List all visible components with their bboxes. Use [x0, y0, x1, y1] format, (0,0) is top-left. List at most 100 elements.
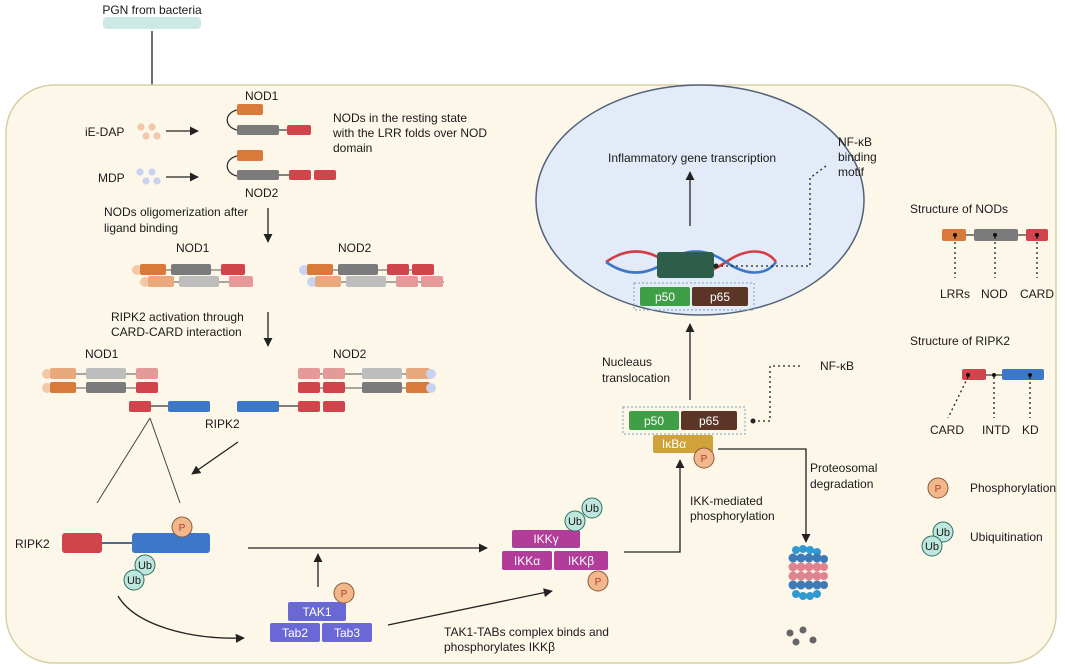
nfkb-label: NF-κB	[820, 359, 854, 373]
motif-line-2: binding	[838, 150, 877, 164]
ripk2-activation-title: RIPK2 activation through CARD-CARD inter…	[111, 310, 247, 339]
tak1-p-text: P	[341, 589, 348, 600]
legend-nod-label: NOD	[981, 287, 1008, 301]
activation-ripk2-label: RIPK2	[205, 417, 240, 431]
ikk-beta-label: IKKβ	[568, 554, 594, 568]
tak1-label: TAK1	[302, 605, 331, 619]
nuclear-p65-box	[692, 287, 748, 306]
iedap-label: iE-DAP	[85, 125, 124, 139]
zoom-line-left	[96, 417, 151, 504]
oligo-nod2-label: NOD2	[338, 241, 372, 255]
legend-ripk2-structure	[947, 369, 1044, 419]
tab2-label: Tab2	[282, 626, 308, 640]
ikkb-phospho-mark: P	[587, 570, 609, 592]
zoom-line-right	[149, 417, 181, 504]
ripk2-activation-line-1: RIPK2 activation through	[111, 310, 244, 324]
ikk-caption-line-1: IKK-mediated	[690, 494, 763, 508]
legend-lrr-label: LRRs	[940, 287, 970, 301]
ikk-to-ikba-arrow	[624, 459, 685, 553]
ripk2-to-tak-arrow	[117, 595, 245, 643]
ikk-ubiquitin-mark: Ub Ub	[564, 497, 603, 532]
ikk-gamma-label: IKKγ	[533, 532, 558, 546]
legend-ripk2-kd-label: KD	[1022, 423, 1039, 437]
ikk-caption-line-2: phosphorylation	[690, 509, 775, 523]
ikkb-p-text: P	[595, 577, 602, 588]
ikk-caption: IKK-mediated phosphorylation	[690, 494, 775, 523]
dna-helix	[605, 250, 778, 278]
degradation-caption: Proteosomal degradation	[810, 461, 881, 491]
cyto-p65-label: p65	[699, 414, 719, 428]
tab3-label: Tab3	[334, 626, 360, 640]
resting-note-line-1: NODs in the resting state	[333, 111, 467, 125]
ikk-alpha-label: IKKα	[514, 554, 540, 568]
pgn-bar	[103, 17, 201, 29]
tak-caption-line-1: TAK1-TABs complex binds and	[444, 625, 609, 639]
ripk2-activation-line-2: CARD-CARD interaction	[111, 325, 242, 339]
ikba-box	[653, 435, 713, 453]
legend-p-text: P	[935, 484, 942, 495]
legend-nods-structure	[942, 229, 1048, 278]
oligo-nod1-label: NOD1	[176, 241, 210, 255]
motif-label: NF-κB binding motif	[838, 135, 880, 179]
resting-nod1-label: NOD1	[245, 89, 279, 103]
tak-to-ikkb-arrow	[387, 588, 553, 626]
oligo-title-line-1: NODs oligomerization after	[104, 205, 248, 219]
resting-nod2-label: NOD2	[245, 186, 279, 200]
resting-note-line-3: domain	[333, 141, 372, 155]
legend-ubiquitination-label: Ubiquitination	[970, 530, 1043, 544]
legend-card-label: CARD	[1020, 287, 1054, 301]
ikk-ub-text-1: Ub	[585, 503, 599, 515]
motif-line-3: motif	[838, 165, 865, 179]
nuclear-p50-box	[640, 287, 690, 306]
resting-nod1-protein	[226, 104, 311, 135]
tak1-tab-complex	[270, 602, 372, 642]
tak-caption: TAK1-TABs complex binds and phosphorylat…	[444, 625, 612, 654]
iedap-particles	[137, 123, 161, 140]
ikba-p-text: P	[701, 454, 708, 465]
resting-state-note: NODs in the resting state with the LRR f…	[332, 111, 490, 155]
oligomerization-title: NODs oligomerization after ligand bindin…	[104, 205, 251, 235]
ripk2-ubiquitin-mark: Ub Ub	[123, 554, 156, 591]
resting-nod2-protein	[226, 150, 336, 180]
legend-ripk2-card-label: CARD	[930, 423, 964, 437]
translocation-line-1: Nucleaus	[602, 355, 652, 369]
ripk2-p-text: P	[179, 523, 186, 534]
nuclear-nfkb-dashed-box	[633, 282, 755, 311]
translocation-line-2: translocation	[602, 371, 670, 385]
nfkb-pointer-dot	[750, 418, 756, 424]
degradation-line-2: degradation	[810, 477, 873, 491]
ripk2-phospho-mark: P	[171, 516, 193, 538]
legend-phospho-icon: P	[927, 477, 949, 499]
degradation-line-1: Proteosomal	[810, 461, 877, 475]
pgn-label: PGN from bacteria	[102, 3, 202, 17]
activation-nod1-label: NOD1	[85, 347, 119, 361]
legend-phosphorylation-label: Phosphorylation	[970, 481, 1056, 495]
ripk2-zoom-arrow	[191, 441, 239, 475]
cyto-p65-box	[681, 411, 737, 430]
activation-nod2-label: NOD2	[333, 347, 367, 361]
ikba-label: IκBα	[662, 437, 686, 451]
cyto-p50-label: p50	[644, 414, 664, 428]
oligo-nod1-dimer	[132, 264, 253, 287]
legend-nods-title: Structure of NODs	[910, 202, 1008, 216]
legend-ubiquitin-icon: Ub Ub	[921, 521, 954, 557]
mdp-particles	[136, 168, 161, 185]
legend-ub-text-2: Ub	[925, 541, 939, 553]
ikk-ub-text-2: Ub	[568, 516, 582, 528]
mdp-label: MDP	[98, 171, 125, 185]
translocation-caption: Nucleaus translocation	[602, 355, 670, 385]
oligo-title-line-2: ligand binding	[104, 221, 178, 235]
legend-ub-text-1: Ub	[936, 527, 950, 539]
ripk2-ub-text-1: Ub	[138, 560, 152, 572]
degraded-peptides	[786, 626, 817, 646]
resting-note-line-2: with the LRR folds over NOD	[332, 126, 487, 140]
ripk2-ub-text-2: Ub	[127, 575, 141, 587]
ripk2-detail-label: RIPK2	[15, 537, 50, 551]
ikk-complex	[502, 530, 608, 570]
tak1-phospho-mark: P	[333, 582, 355, 604]
transcription-label: Inflammatory gene transcription	[608, 151, 776, 165]
nuclear-p65-label: p65	[710, 290, 730, 304]
legend-ripk2-intd-label: INTD	[982, 423, 1010, 437]
